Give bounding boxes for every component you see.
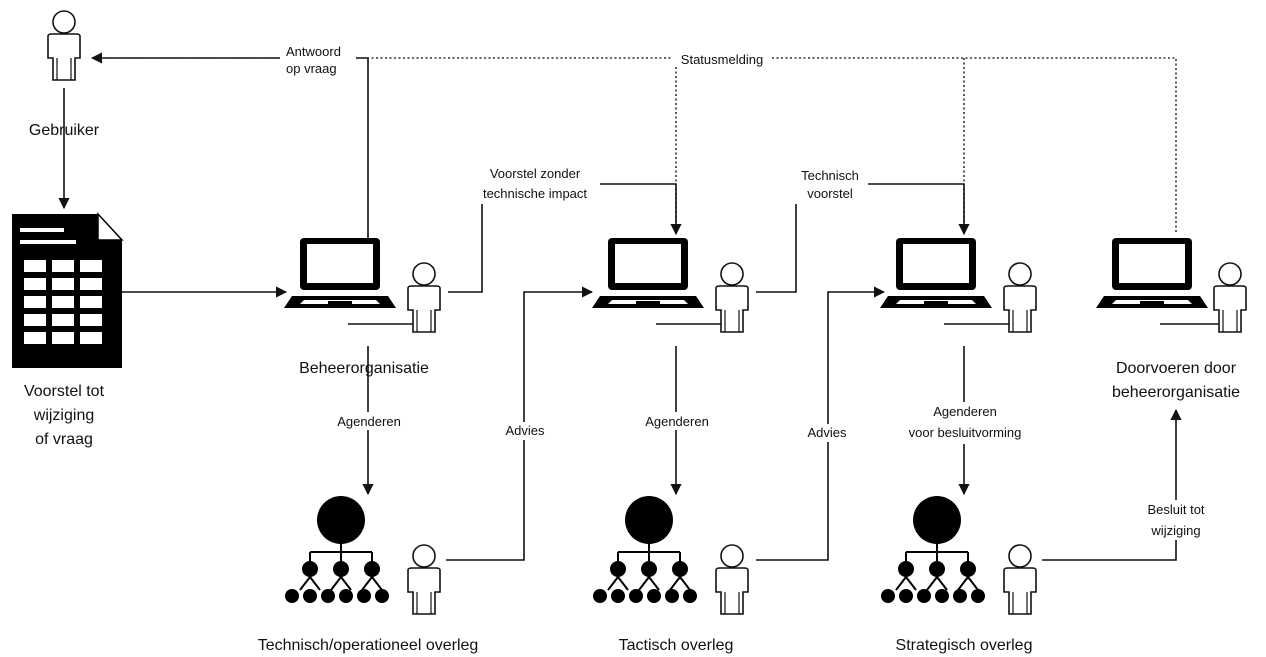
- person-icon: [1003, 262, 1037, 333]
- label-agenderen-2: Agenderen: [634, 412, 720, 430]
- svg-text:Agenderen: Agenderen: [933, 404, 997, 419]
- svg-text:wijziging: wijziging: [1150, 523, 1200, 538]
- svg-text:Antwoord: Antwoord: [286, 44, 341, 59]
- laptop-icon: [1096, 238, 1208, 308]
- svg-text:Besluit tot: Besluit tot: [1147, 502, 1204, 517]
- gebruiker-icon: [47, 10, 81, 81]
- laptop-icon: [284, 238, 396, 308]
- svg-text:Technisch: Technisch: [801, 168, 859, 183]
- org-chart-icon: [592, 495, 698, 604]
- beheerorganisatie-label: Beheerorganisatie: [299, 360, 429, 377]
- label-advies-2: Advies: [800, 424, 854, 442]
- org-chart-icon: [284, 495, 390, 604]
- svg-text:Agenderen: Agenderen: [645, 414, 709, 429]
- laptop-icon: [880, 238, 992, 308]
- voorstel-label-3: of vraag: [35, 431, 93, 448]
- label-statusmelding: Statusmelding: [672, 51, 772, 67]
- label-agenderen-besluit: Agenderen voor besluitvorming: [900, 402, 1038, 444]
- doorvoeren-label-2: beheerorganisatie: [1112, 384, 1240, 401]
- svg-text:technische impact: technische impact: [483, 186, 587, 201]
- laptop-icon: [592, 238, 704, 308]
- person-icon: [1003, 544, 1037, 615]
- voorstel-label-1: Voorstel tot: [24, 383, 105, 400]
- gebruiker-label: Gebruiker: [29, 122, 100, 139]
- person-icon: [715, 262, 749, 333]
- document-icon: [12, 212, 124, 368]
- tactisch-overleg-label: Tactisch overleg: [619, 637, 734, 654]
- svg-text:voorstel: voorstel: [807, 186, 853, 201]
- label-agenderen-1: Agenderen: [326, 412, 412, 430]
- voorstel-label-2: wijziging: [33, 407, 94, 424]
- doorvoeren-label-1: Doorvoeren door: [1116, 360, 1237, 377]
- org-chart-icon: [880, 495, 986, 604]
- label-advies-1: Advies: [498, 422, 552, 440]
- person-icon: [407, 262, 441, 333]
- svg-text:Advies: Advies: [505, 423, 545, 438]
- svg-text:Agenderen: Agenderen: [337, 414, 401, 429]
- svg-text:voor besluitvorming: voor besluitvorming: [909, 425, 1022, 440]
- edge-besluit: [1042, 408, 1182, 561]
- person-icon: [407, 544, 441, 615]
- edge-statusmelding: [100, 57, 1177, 232]
- svg-text:Voorstel zonder: Voorstel zonder: [490, 166, 581, 181]
- svg-text:Advies: Advies: [807, 425, 847, 440]
- label-voorstel-zonder-impact: Voorstel zonder technische impact: [470, 164, 600, 204]
- label-besluit: Besluit tot wijziging: [1134, 500, 1218, 540]
- svg-text:Statusmelding: Statusmelding: [681, 52, 763, 67]
- label-technisch-voorstel: Technisch voorstel: [792, 166, 868, 204]
- edge-antwoord: [90, 52, 369, 238]
- svg-text:op vraag: op vraag: [286, 61, 337, 76]
- label-antwoord: Antwoord op vraag: [280, 42, 356, 78]
- person-icon: [715, 544, 749, 615]
- strategisch-overleg-label: Strategisch overleg: [896, 637, 1033, 654]
- person-icon: [1213, 262, 1247, 333]
- technisch-overleg-label: Technisch/operationeel overleg: [258, 637, 479, 654]
